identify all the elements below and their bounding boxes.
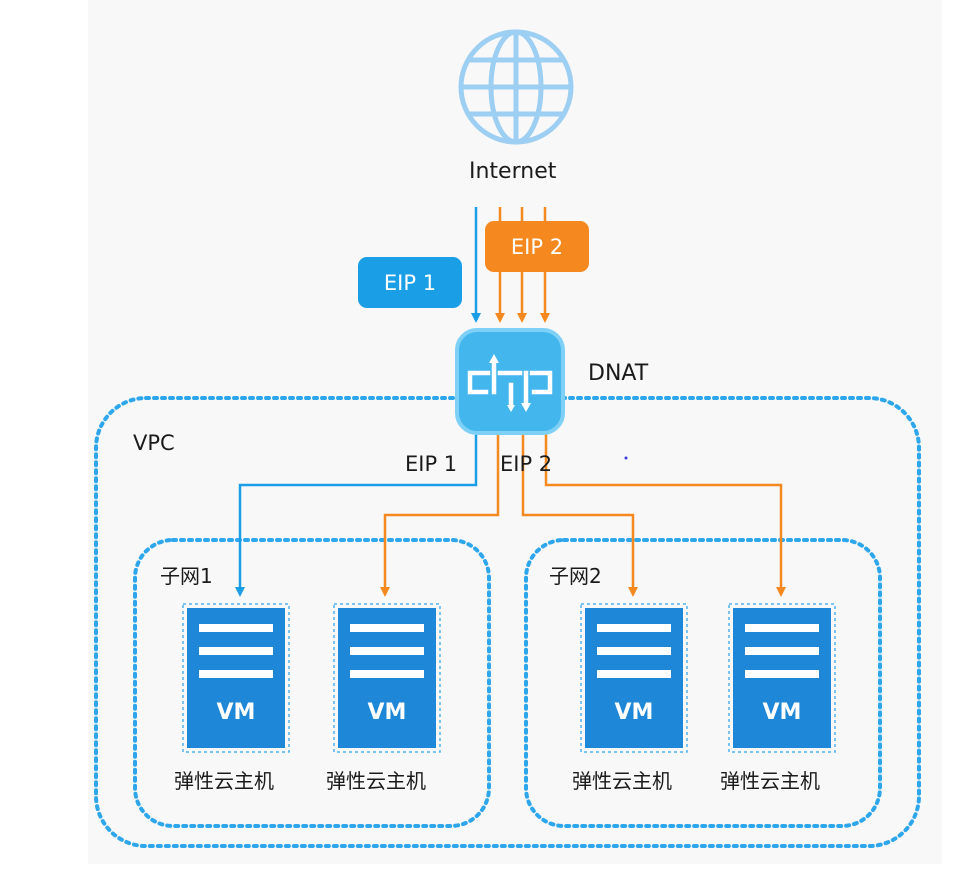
globe-icon: [458, 29, 574, 145]
vpc-label: VPC: [133, 431, 175, 455]
route-eip2-vm4: [544, 433, 786, 597]
vm-server-icon: [182, 603, 290, 753]
vm-caption: 弹性云主机: [326, 769, 426, 793]
dnat-gateway-icon: [455, 328, 565, 435]
route-eip1-vm1: [235, 433, 478, 597]
vm-icon-text: VM: [762, 700, 802, 725]
subnet-2-boundary: [524, 538, 882, 828]
vm-server-icon: [333, 603, 441, 753]
route-eip2-vm2: [380, 433, 500, 597]
stray-dot: [624, 456, 628, 460]
dnat-label: DNAT: [588, 361, 649, 386]
vm-icon-text: VM: [614, 700, 654, 725]
eip2-chip: EIP 2: [485, 221, 589, 272]
subnet-1-label: 子网1: [160, 564, 213, 588]
route-label-eip1: EIP 1: [405, 452, 458, 476]
vm-server-icon: [580, 603, 688, 753]
vm-caption: 弹性云主机: [720, 769, 820, 793]
vm-icon-text: VM: [216, 700, 256, 725]
internet-label: Internet: [469, 159, 557, 184]
subnet-2-label: 子网2: [549, 564, 602, 588]
eip1-chip: EIP 1: [358, 257, 462, 308]
vm-icon-text: VM: [367, 700, 407, 725]
vm-caption: 弹性云主机: [572, 769, 672, 793]
vm-server-icon: [728, 603, 836, 753]
route-eip2-vm3: [521, 433, 638, 597]
route-label-eip2: EIP 2: [500, 452, 553, 476]
vm-caption: 弹性云主机: [174, 769, 274, 793]
subnet-1-boundary: [133, 538, 491, 828]
